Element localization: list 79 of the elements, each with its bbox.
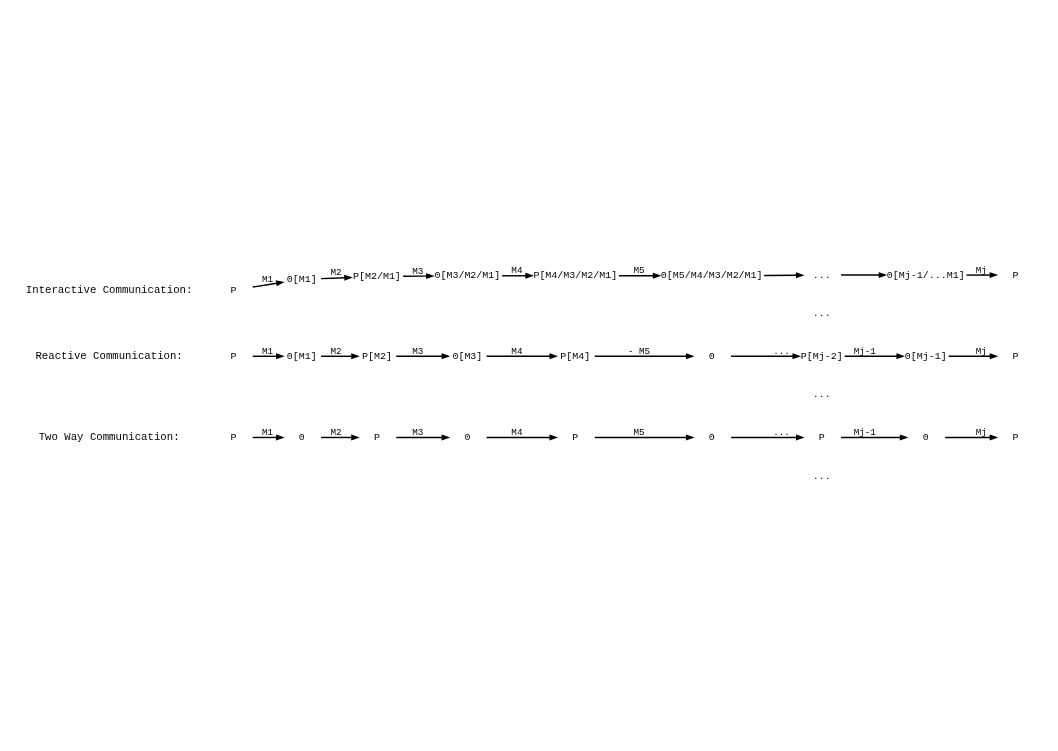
label: ... (812, 308, 831, 320)
arrow (844, 353, 905, 360)
arrow (730, 434, 805, 441)
arrow (402, 273, 435, 280)
label: Two Way Communication: (38, 430, 180, 443)
node-text: 0 (708, 350, 715, 362)
arrow (763, 272, 805, 279)
arrow (320, 274, 353, 281)
node-text: P (230, 432, 237, 444)
arrow (320, 434, 360, 441)
edge-label: M3 (412, 426, 424, 438)
label: Reactive Communication: (35, 349, 183, 362)
edge-label: M4 (511, 345, 523, 357)
node-text: 0 (708, 432, 715, 444)
edge-label: M1 (262, 273, 274, 285)
edge-label: M2 (330, 426, 342, 438)
edge-label: Mj-1 (853, 426, 876, 438)
node-text: P (572, 432, 579, 444)
edge-label: M2 (330, 267, 342, 279)
edge-label: - M5 (627, 345, 651, 357)
edge-label: M4 (511, 426, 523, 438)
label: ... (812, 470, 831, 482)
node-text: 0[M3/M2/M1] (434, 270, 501, 282)
node-text: 0 (464, 432, 471, 444)
node-text: P (373, 432, 380, 444)
node-text: P (1012, 432, 1019, 444)
node-text: P[Mj-2] (800, 350, 843, 362)
arrow (501, 272, 534, 279)
node-text: P[M4] (560, 350, 591, 362)
arrow (730, 353, 801, 360)
arrow (320, 353, 360, 360)
arrow (485, 353, 559, 360)
node-text: 0 (298, 432, 305, 444)
node-text: 0[Mj-1] (904, 350, 947, 362)
edge-label: M5 (633, 265, 645, 277)
arrow (252, 353, 285, 360)
arrow (840, 272, 888, 279)
arrow (594, 353, 695, 360)
node-text: 0[M1] (286, 350, 317, 362)
node-text: 0[M5/M4/M3/M2/M1] (660, 270, 763, 282)
edge-label: M4 (511, 265, 523, 277)
node-text: P (230, 350, 237, 362)
arrow (252, 280, 285, 288)
node-text: 0[Mj-1/...M1] (886, 269, 965, 281)
edge-label: M3 (412, 265, 424, 277)
edge-label: M3 (412, 345, 424, 357)
arrow (252, 434, 285, 441)
arrow (948, 353, 999, 360)
edge-label: Mj (975, 345, 987, 357)
arrow (485, 434, 559, 441)
label: ... (812, 389, 831, 401)
edge-label: Mj (975, 264, 987, 276)
node-text: P[M4/M3/M2/M1] (533, 270, 618, 282)
edge-label: M1 (262, 345, 274, 357)
edge-label: M2 (330, 345, 342, 357)
node-text: P (818, 432, 825, 444)
arrow (395, 353, 451, 360)
node-text: P (1012, 269, 1019, 281)
edge-label: Mj-1 (853, 345, 876, 357)
node-text: 0 (922, 432, 929, 444)
edge-label: M5 (633, 426, 645, 438)
arrow (618, 272, 662, 279)
arrow (395, 434, 451, 441)
arrow (944, 434, 999, 441)
node-text: P[M2] (361, 350, 392, 362)
edge-label: Mj (975, 426, 987, 438)
arrow (840, 434, 909, 441)
node-text: P (1012, 350, 1019, 362)
node-text: 0[M1] (286, 273, 317, 285)
label: Interactive Communication: (25, 283, 193, 296)
arrow (965, 272, 999, 279)
edge-label: M1 (262, 426, 274, 438)
node-text: 0[M3] (452, 350, 483, 362)
node-text: ... (812, 269, 831, 281)
node-text: P[M2/M1] (353, 271, 401, 283)
edge-label: ... (773, 345, 790, 357)
edge-label: ... (773, 426, 790, 438)
node-text: P (230, 284, 237, 296)
arrow (594, 434, 695, 441)
